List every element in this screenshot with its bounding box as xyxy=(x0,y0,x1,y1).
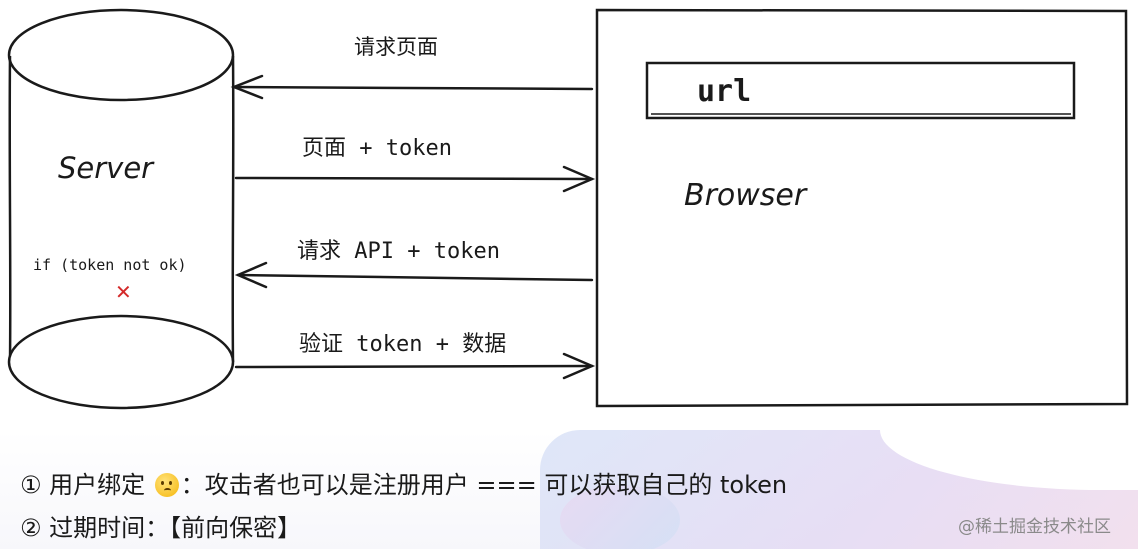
arrow-request-page-head xyxy=(230,74,264,100)
url-bar xyxy=(645,61,1076,120)
notes-background xyxy=(0,430,1138,549)
server-label: Server xyxy=(58,151,155,185)
arrow-page-token-line xyxy=(234,176,594,181)
note-expiry: ② 过期时间：【前向保密】 xyxy=(20,508,301,543)
server-cylinder xyxy=(7,8,235,410)
thinking-face-icon xyxy=(154,473,179,497)
note-suffix: ：攻击者也可以是注册用户 === 可以获取自己的 token xyxy=(180,471,788,499)
note-prefix: 用户绑定 xyxy=(49,471,146,499)
server-cylinder-left-side xyxy=(8,55,12,361)
arrow-request-api-token-label: 请求 API + token xyxy=(297,239,500,264)
note-marker: ② xyxy=(20,514,42,542)
server-cylinder-right-side xyxy=(231,55,235,363)
note-user-binding: ① 用户绑定 ：攻击者也可以是注册用户 === 可以获取自己的 token xyxy=(20,465,787,500)
note-marker: ① xyxy=(20,471,42,499)
token-flow-diagram: Server if (token not ok) ✕ url Browser 请… xyxy=(7,8,1129,410)
server-condition: if (token not ok) xyxy=(33,256,187,274)
arrow-request-api-token-line xyxy=(236,273,594,282)
note-text: 过期时间：【前向保密】 xyxy=(49,514,302,542)
url-bar-text: url xyxy=(697,74,751,109)
arrow-verify-token-data xyxy=(234,352,596,380)
arrow-page-token-head xyxy=(562,165,596,193)
arrow-page-token-label: 页面 + token xyxy=(302,136,452,161)
server-reject-mark: ✕ xyxy=(115,280,132,304)
arrow-verify-token-data-line xyxy=(234,364,594,369)
server-cylinder-top xyxy=(7,8,235,102)
arrow-verify-token-data-label: 验证 token + 数据 xyxy=(299,332,506,357)
arrow-page-token xyxy=(234,165,596,193)
watermark: @稀土掘金技术社区 xyxy=(958,517,1111,537)
server-cylinder-bottom xyxy=(7,314,235,410)
arrow-request-page xyxy=(230,74,594,100)
arrow-request-page-label: 请求页面 xyxy=(354,35,438,59)
arrow-request-api-token-head xyxy=(234,261,268,289)
browser-window xyxy=(595,8,1129,408)
arrow-verify-token-data-head xyxy=(562,352,596,380)
background-decoration xyxy=(560,485,680,549)
arrow-request-api-token xyxy=(234,261,594,289)
browser-window-frame xyxy=(595,8,1129,408)
arrow-request-page-line xyxy=(232,85,594,91)
browser-label: Browser xyxy=(684,178,808,213)
